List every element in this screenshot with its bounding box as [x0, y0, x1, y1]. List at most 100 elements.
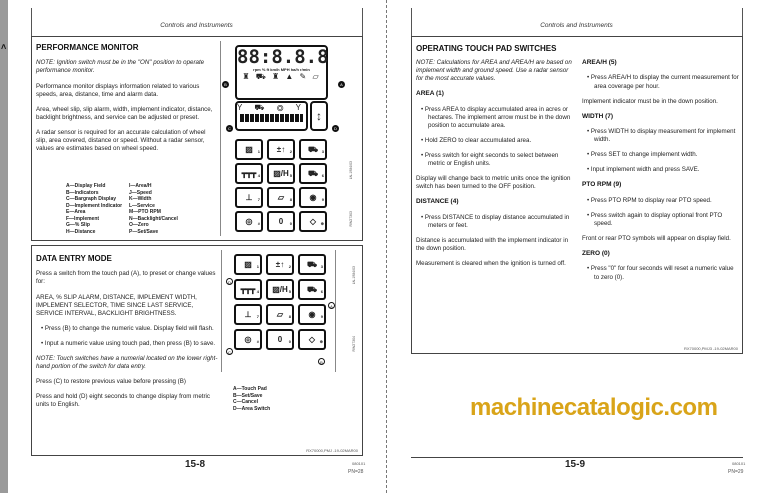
- key-icon: ◉: [308, 310, 316, 319]
- keypad-key[interactable]: ◇⊕: [299, 211, 327, 232]
- keypad-key[interactable]: ▱8: [266, 304, 294, 325]
- note: NOTE: Ignition switch must be in the "ON…: [36, 59, 205, 75]
- width-heading: WIDTH (7): [582, 112, 614, 120]
- bullet: Press (B) to change the numeric value. D…: [36, 325, 221, 333]
- left-margin-line: [31, 8, 32, 36]
- key-number: 7: [256, 314, 259, 319]
- page-number: 15-9: [565, 459, 586, 470]
- callout-c: C: [226, 125, 233, 132]
- key-number: 5: [289, 173, 292, 178]
- reference-code: RX70000,PMJ -19-02MAR00: [306, 447, 358, 453]
- key-icon: ⊥: [244, 310, 252, 319]
- keypad-key[interactable]: ⛟3: [299, 139, 327, 160]
- figure-code: LN-1984/03: [349, 161, 353, 180]
- keypad-key[interactable]: ◎#: [234, 329, 262, 350]
- right-margin-line: [742, 8, 743, 36]
- keypad-key[interactable]: ▨1: [235, 139, 263, 160]
- scan-edge: [0, 0, 8, 493]
- left-margin-line: [411, 8, 412, 36]
- binding-mark: ˄: [1, 42, 7, 52]
- key-number: 8: [289, 197, 292, 202]
- bullet: Press switch again to display optional f…: [582, 212, 740, 228]
- key-icon: ▱: [277, 193, 285, 202]
- key-number: 4: [256, 289, 259, 294]
- footer-date: 080101: [732, 461, 746, 466]
- paragraph: Area, wheel slip, slip alarm, width, imp…: [36, 105, 213, 121]
- key-icon: ±↑: [275, 260, 285, 269]
- key-number: #: [256, 339, 259, 344]
- key-number: 1: [257, 149, 260, 154]
- paragraph: Measurement is cleared when the ignition…: [416, 259, 566, 267]
- bargraph-bar: [240, 114, 303, 123]
- key-number: 2: [288, 264, 291, 269]
- keypad-key[interactable]: ⊥7: [234, 304, 262, 325]
- note: NOTE: Calculations for AREA and AREA/H a…: [416, 59, 572, 83]
- paragraph: Press a switch from the touch pad (A), t…: [36, 270, 216, 286]
- bullet: Press AREA to display accumulated area i…: [416, 106, 574, 130]
- pto-heading: PTO RPM (9): [582, 181, 622, 189]
- running-header: Controls and Instruments: [160, 22, 233, 29]
- key-icon: ◎: [245, 217, 253, 226]
- performance-monitor-section: PERFORMANCE MONITOR NOTE: Ignition switc…: [31, 36, 363, 241]
- keypad-key[interactable]: ▨1: [234, 254, 262, 275]
- footer-code: PN=29: [728, 469, 744, 475]
- footer-rule: [411, 457, 743, 458]
- key-icon: 0: [278, 217, 284, 226]
- keypad-key[interactable]: ⛟6: [299, 163, 327, 184]
- keypad-key[interactable]: ◉9: [298, 304, 326, 325]
- paragraph: A radar sensor is required for an accura…: [36, 128, 206, 152]
- area-heading: AREA (1): [416, 90, 444, 98]
- key-icon: ⛟: [306, 260, 318, 269]
- keypad-key[interactable]: ◎#: [235, 211, 263, 232]
- keypad-key[interactable]: ◉9: [299, 187, 327, 208]
- keypad-key[interactable]: ⛟3: [298, 254, 326, 275]
- bullet: Press AREA/H to display the current meas…: [582, 74, 740, 90]
- footer-code: PN=28: [348, 469, 364, 475]
- callout-d: D: [226, 278, 233, 285]
- section-title: PERFORMANCE MONITOR: [36, 43, 139, 52]
- bargraph-display: Y ⛟ ◎ Y: [235, 101, 308, 131]
- paragraph: Front or rear PTO symbols will appear on…: [582, 234, 731, 242]
- display-digits: 88:8.8.8: [237, 46, 329, 68]
- data-entry-section: DATA ENTRY MODE Press a switch from the …: [31, 245, 363, 456]
- keypad-key[interactable]: ⊥7: [235, 187, 263, 208]
- key-icon: ▨: [244, 260, 252, 269]
- right-margin-line: [362, 8, 363, 36]
- key-number: 9: [320, 314, 323, 319]
- paragraph: Implement indicator must be in the down …: [582, 97, 718, 105]
- paragraph: Distance is accumulated with the impleme…: [416, 236, 569, 252]
- distance-heading: DISTANCE (4): [416, 198, 459, 206]
- callout-a: A: [338, 81, 345, 88]
- key-number: 6: [320, 289, 323, 294]
- bullet: Hold ZERO to clear accumulated area.: [416, 137, 574, 145]
- key-number: 5: [288, 289, 291, 294]
- section-title: DATA ENTRY MODE: [36, 254, 112, 263]
- key-number: 1: [256, 264, 259, 269]
- display-field: 88:8.8.8 rpm % ft km/h MPH ha/h r/min ♜ …: [235, 45, 329, 100]
- key-icon: ◎: [244, 335, 252, 344]
- paragraph: Performance monitor displays information…: [36, 82, 200, 98]
- keypad-key[interactable]: ▱8: [267, 187, 295, 208]
- keypad-key[interactable]: ┳┳┳4: [235, 163, 263, 184]
- keypad-key[interactable]: ⛟6: [298, 279, 326, 300]
- paragraph: AREA, % SLIP ALARM, DISTANCE, IMPLEMENT …: [36, 293, 197, 317]
- key-number: 4: [257, 173, 260, 178]
- footer-date: 080101: [352, 461, 366, 466]
- keypad-key[interactable]: ◇⊕: [298, 329, 326, 350]
- keypad-key[interactable]: ±↑2: [266, 254, 294, 275]
- callout-b: B: [222, 81, 229, 88]
- monitor-figure: 88:8.8.8 rpm % ft km/h MPH ha/h r/min ♜ …: [220, 41, 360, 236]
- keypad-key[interactable]: ┳┳┳4: [234, 279, 262, 300]
- keypad-key[interactable]: ±↑2: [267, 139, 295, 160]
- key-icon: ┳┳┳: [241, 169, 257, 178]
- callout-a: A: [328, 302, 335, 309]
- key-number: 9: [321, 197, 324, 202]
